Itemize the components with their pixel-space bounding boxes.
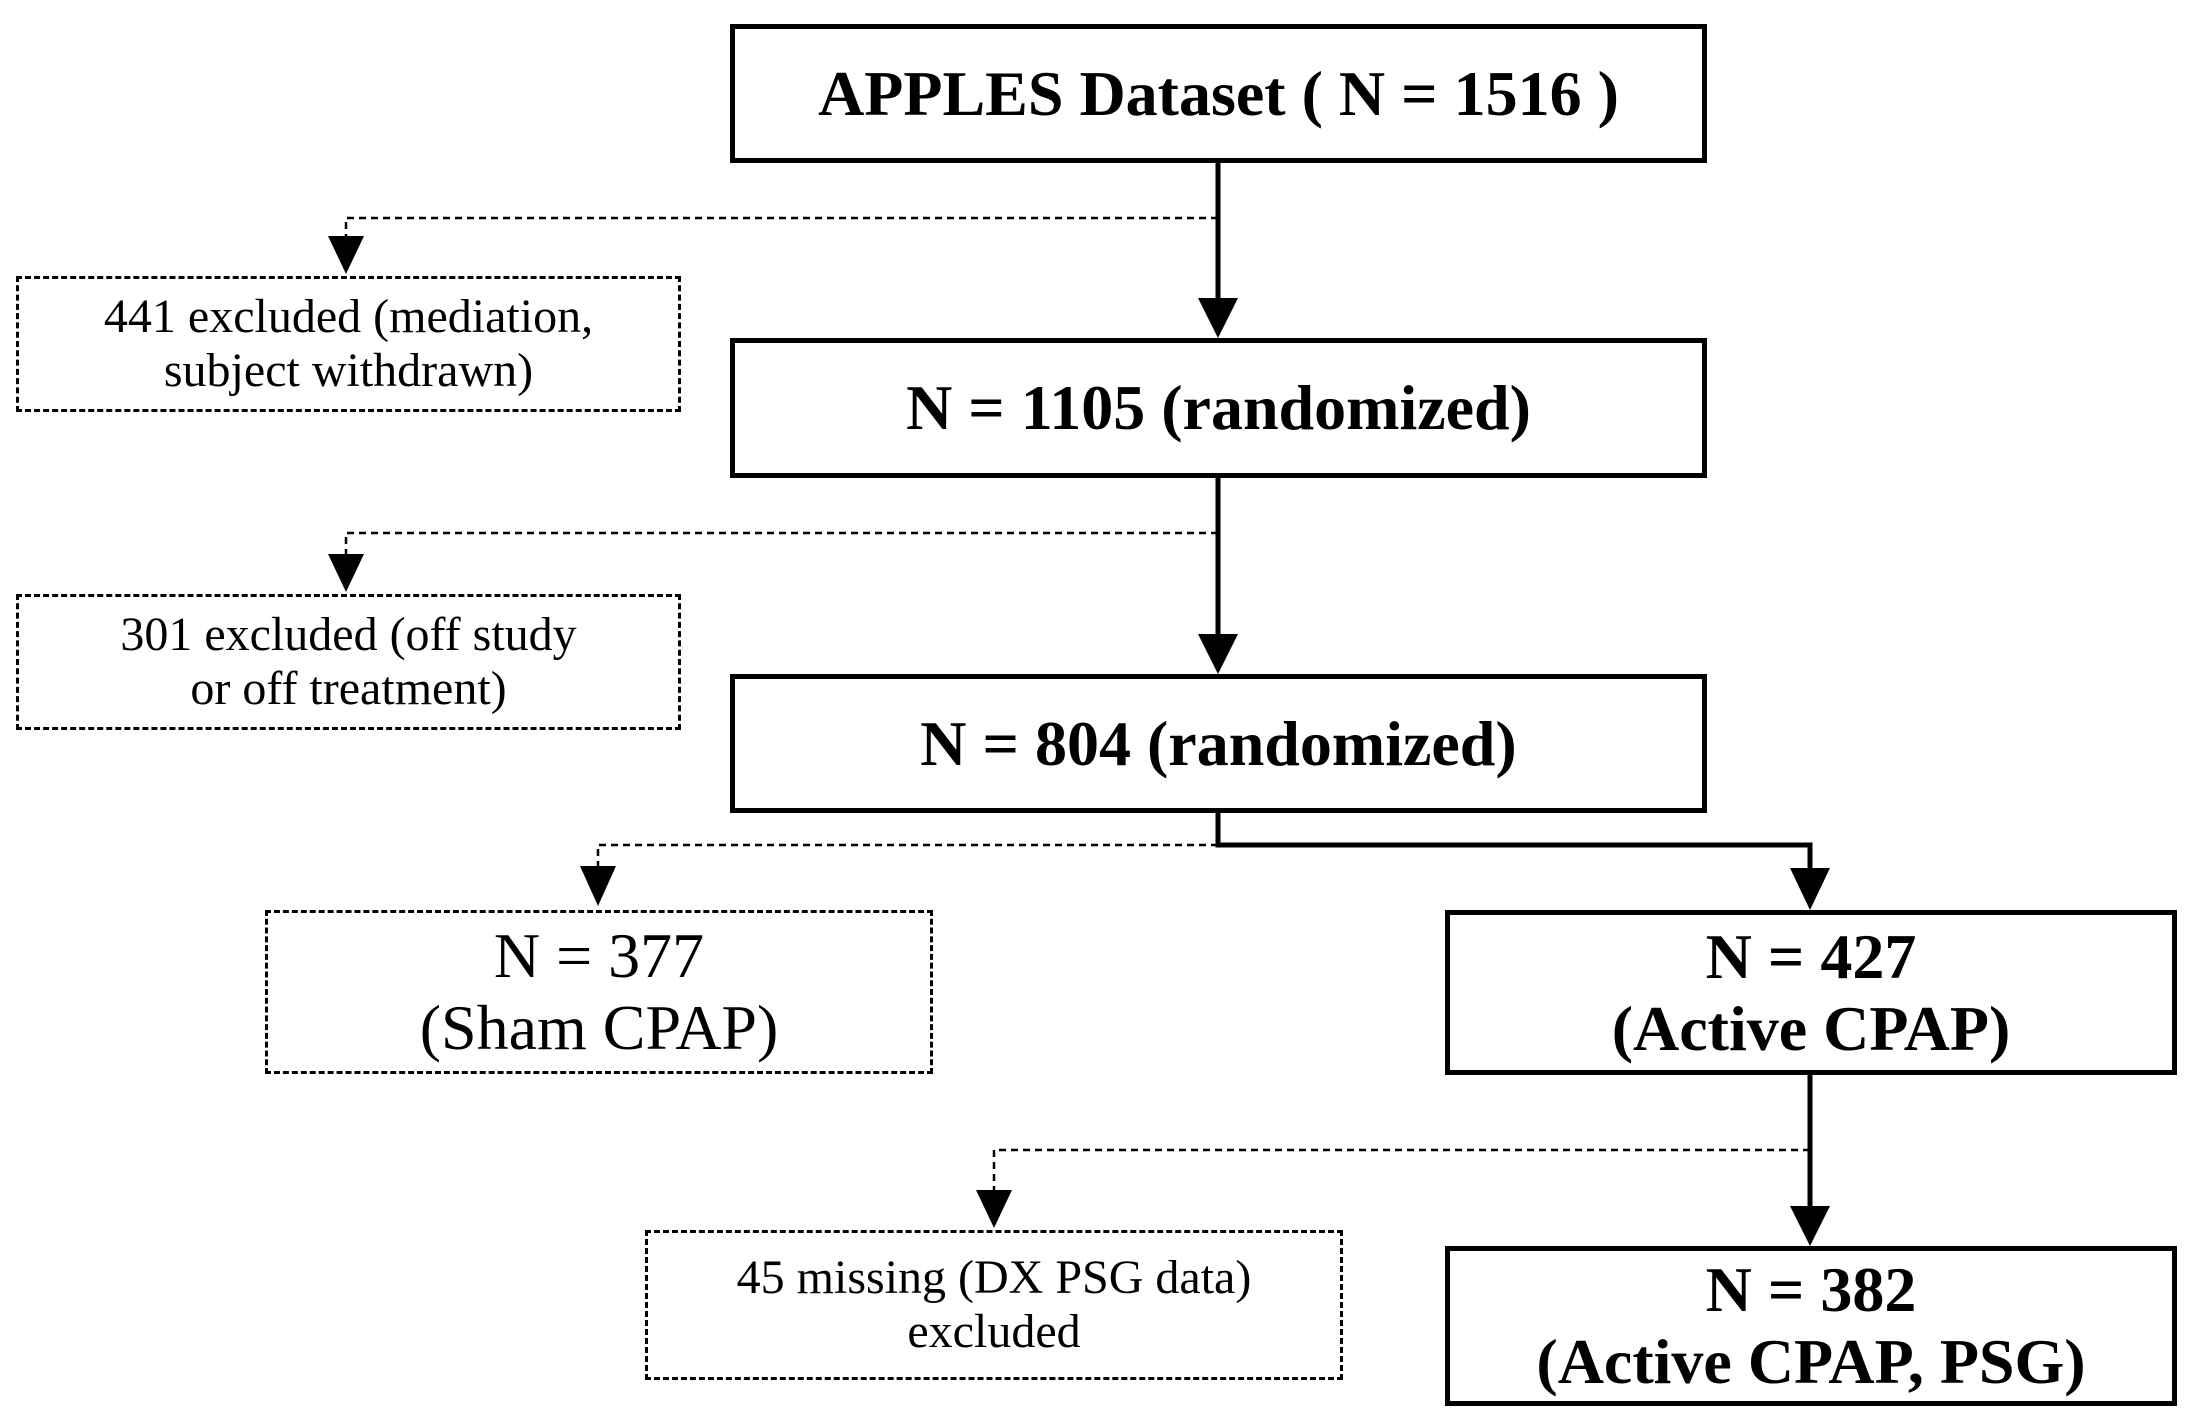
excluded-441-line-2: subject withdrawn) (163, 344, 534, 397)
missing-45-line-1: 45 missing (DX PSG data) (736, 1251, 1252, 1305)
active-427-line-1: N = 427 (1705, 920, 1917, 992)
randomized-1105-label: N = 1105 (randomized) (906, 372, 1531, 444)
active-psg-382-line-2: (Active CPAP, PSG) (1536, 1326, 2086, 1397)
sham-377-line-2: (Sham CPAP) (419, 992, 779, 1063)
missing-45-line-2: excluded (907, 1305, 1081, 1358)
box-active-427: N = 427 (Active CPAP) (1445, 910, 2177, 1075)
box-sham-377: N = 377 (Sham CPAP) (265, 910, 933, 1074)
box-active-psg-382: N = 382 (Active CPAP, PSG) (1445, 1246, 2177, 1406)
randomized-804-label: N = 804 (randomized) (920, 707, 1517, 779)
arrow-804-to-377-sham (580, 843, 1218, 906)
active-427-line-2: (Active CPAP) (1611, 992, 2011, 1064)
box-randomized-1105: N = 1105 (randomized) (730, 338, 1707, 478)
box-45-missing: 45 missing (DX PSG data) excluded (645, 1230, 1343, 1380)
box-441-excluded: 441 excluded (mediation, subject withdra… (16, 276, 681, 412)
arrow-dataset-to-1105 (1198, 163, 1238, 338)
arrow-to-441-excluded (328, 216, 1218, 274)
sham-377-line-1: N = 377 (493, 920, 705, 992)
box-301-excluded: 301 excluded (off study or off treatment… (16, 594, 681, 730)
excluded-301-line-2: or off treatment) (190, 662, 507, 715)
excluded-301-line-1: 301 excluded (off study (120, 608, 577, 662)
arrow-to-301-excluded (328, 531, 1218, 592)
arrow-to-45-missing (976, 1148, 1810, 1228)
arrow-427-to-382 (1790, 1075, 1830, 1246)
excluded-441-line-1: 441 excluded (mediation, (103, 290, 594, 344)
arrow-1105-to-804 (1198, 478, 1238, 674)
dataset-label: APPLES Dataset ( N = 1516 ) (818, 57, 1619, 129)
box-randomized-804: N = 804 (randomized) (730, 674, 1707, 813)
arrow-804-to-427 (1215, 813, 1830, 910)
box-apples-dataset: APPLES Dataset ( N = 1516 ) (730, 24, 1707, 163)
active-psg-382-line-1: N = 382 (1705, 1254, 1917, 1326)
